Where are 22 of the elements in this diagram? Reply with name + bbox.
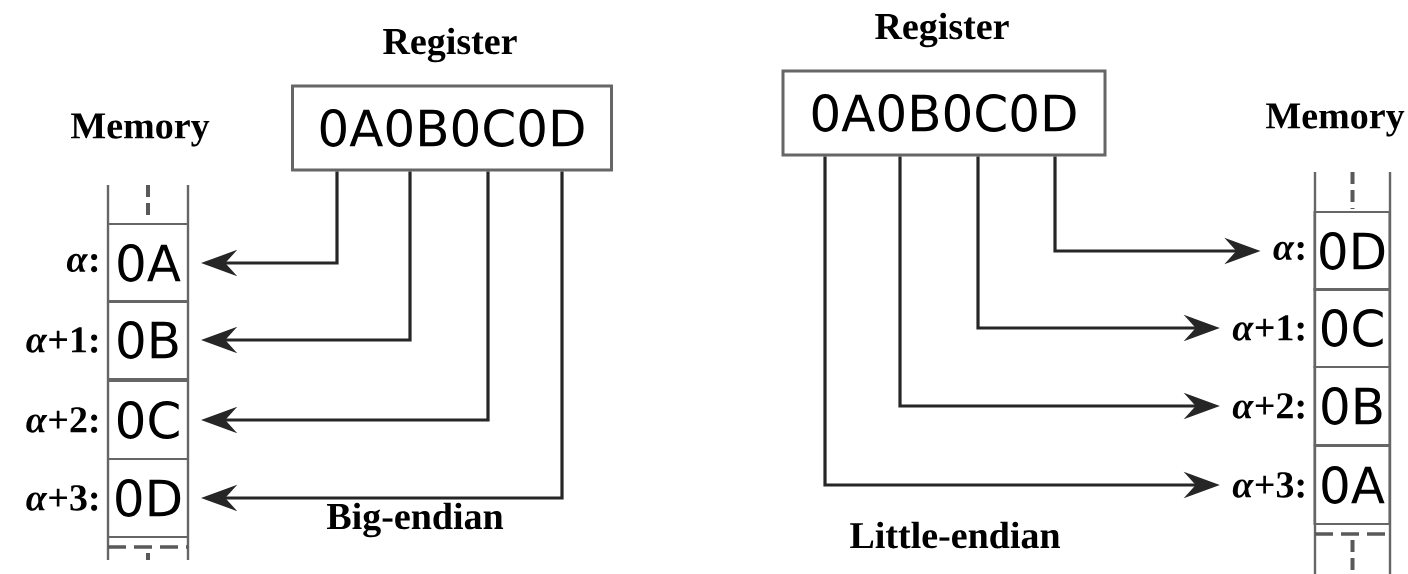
address-label: α+1: bbox=[26, 327, 98, 353]
memory-cell: 0D bbox=[107, 458, 189, 538]
memory-cell: 0C bbox=[107, 380, 189, 460]
address-label: α+3: bbox=[1232, 472, 1304, 498]
memory-cell: 0B bbox=[1313, 366, 1391, 446]
register-heading: Register bbox=[875, 12, 1009, 48]
memory-cell: 0B bbox=[107, 300, 189, 380]
address-label: α+2: bbox=[26, 407, 98, 433]
memory-cell: 0C bbox=[1313, 288, 1391, 368]
memory-cell: 0A bbox=[107, 223, 189, 303]
caption-label: Big-endian bbox=[326, 502, 504, 538]
address-label: α: bbox=[1273, 241, 1304, 261]
memory-cell: 0A bbox=[1313, 445, 1391, 525]
address-label: α+3: bbox=[26, 485, 98, 511]
caption-label: Little-endian bbox=[850, 521, 1060, 549]
register-box: 0A0B0C0D bbox=[291, 84, 613, 172]
address-label: α+2: bbox=[1232, 393, 1304, 419]
memory-cell: 0D bbox=[1313, 211, 1391, 291]
address-label: α: bbox=[66, 253, 98, 273]
address-label: α+1: bbox=[1232, 315, 1304, 341]
register-heading: Register bbox=[383, 27, 517, 63]
register-box: 0A0B0C0D bbox=[781, 69, 1107, 157]
